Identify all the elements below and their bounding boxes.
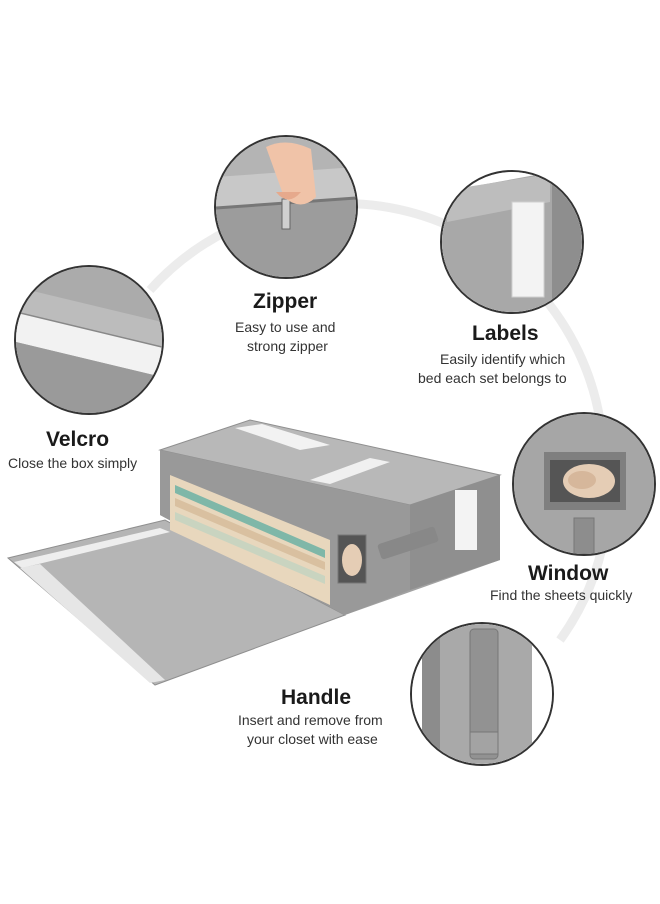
window-desc-line1: Find the sheets quickly xyxy=(490,587,633,603)
handle-desc-line1: Insert and remove from xyxy=(238,712,383,728)
labels-closeup-image xyxy=(440,170,584,314)
handle-closeup-image xyxy=(410,622,554,766)
handle-desc-line2: your closet with ease xyxy=(247,731,378,747)
storage-box-product-image xyxy=(6,419,502,686)
window-closeup-image xyxy=(512,412,656,556)
zipper-desc-line2: strong zipper xyxy=(247,338,328,354)
labels-desc-line1: Easily identify which xyxy=(440,351,566,367)
handle-title: Handle xyxy=(281,686,352,709)
zipper-closeup-image xyxy=(214,135,358,279)
velcro-title: Velcro xyxy=(46,428,110,451)
zipper-title: Zipper xyxy=(253,290,318,313)
zipper-desc-line1: Easy to use and xyxy=(235,319,336,335)
labels-desc-line2: bed each set belongs to xyxy=(418,370,567,386)
window-title: Window xyxy=(528,562,609,585)
velcro-desc-line1: Close the box simply xyxy=(8,455,138,471)
velcro-closeup-image xyxy=(14,265,164,415)
labels-title: Labels xyxy=(472,322,539,345)
